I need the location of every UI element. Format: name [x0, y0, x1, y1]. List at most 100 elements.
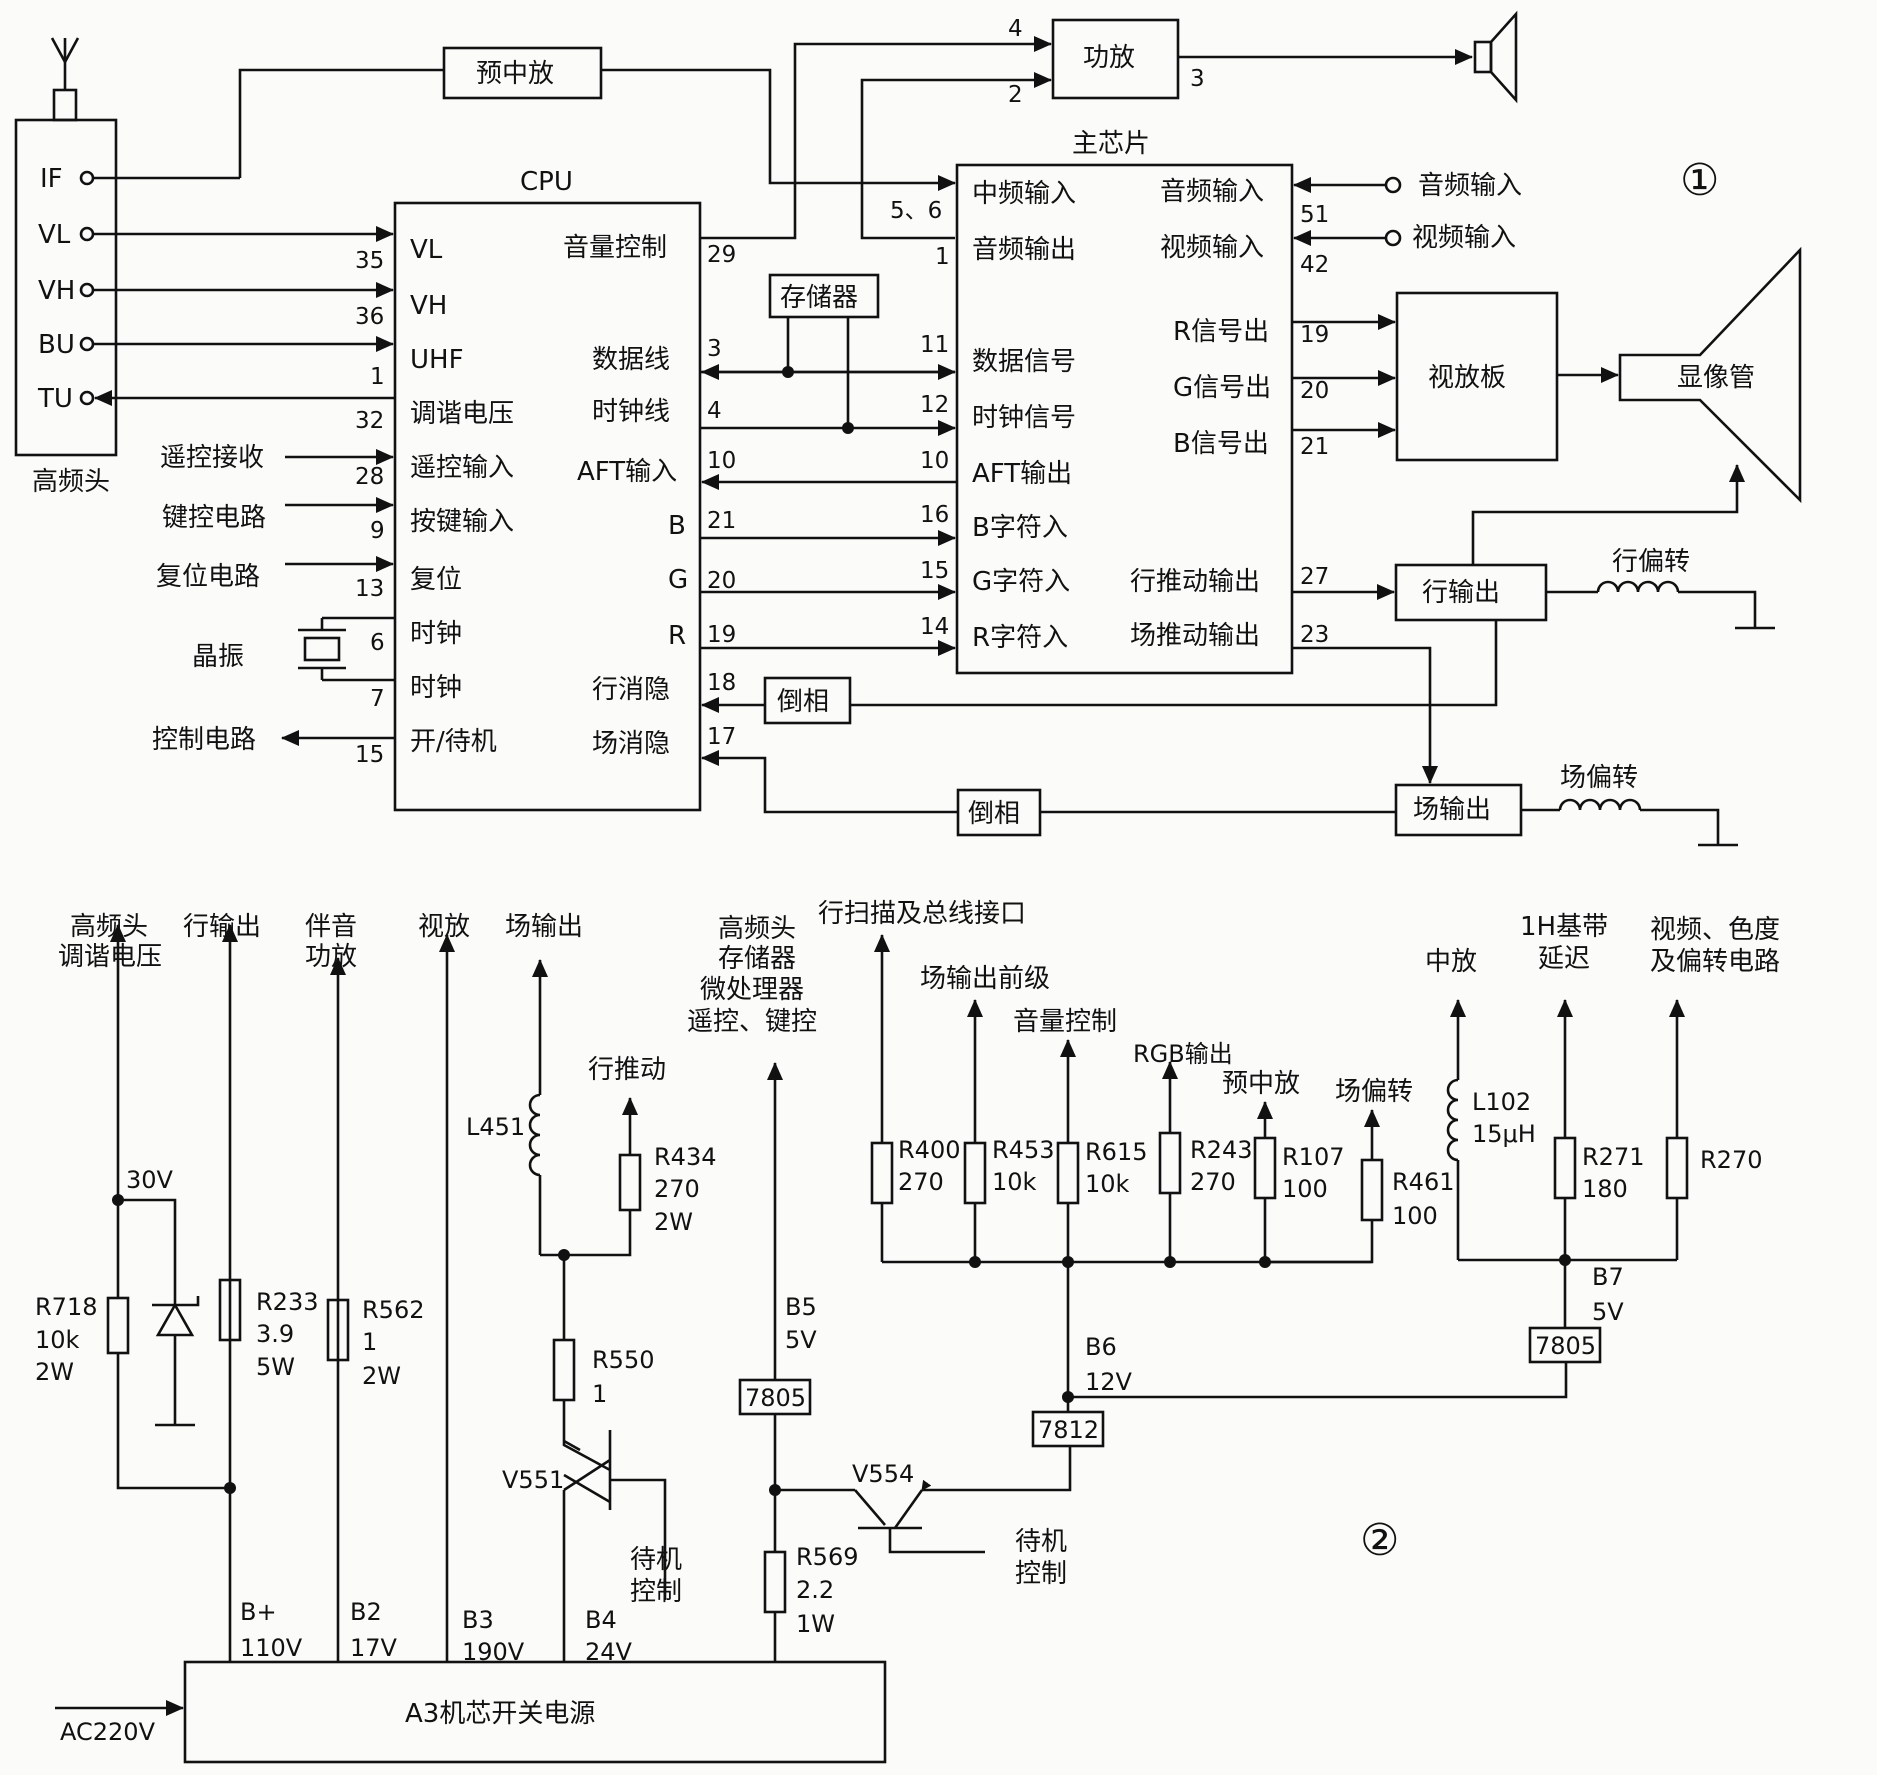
v551-name: V551 [502, 1466, 564, 1494]
v-output-label: 场输出 [1413, 795, 1491, 825]
cpu-title: CPU [520, 167, 573, 197]
ac-input-label: AC220V [60, 1718, 156, 1746]
r434-value: 270 [654, 1175, 700, 1203]
cpu-left-label: 开/待机 [410, 727, 497, 757]
r400-resistor [870, 1141, 894, 1205]
r569-value: 2.2 [796, 1576, 834, 1604]
chip-right-pin: 20 [1300, 378, 1329, 404]
chip-left-label: AFT输出 [972, 459, 1072, 489]
load-v-pre: 场输出前级 [920, 964, 1050, 994]
r243-value: 270 [1190, 1168, 1236, 1196]
cpu-right-label: 场消隐 [592, 729, 670, 759]
chip-left-pin: 12 [920, 392, 949, 418]
cpu-right-pin: 3 [707, 336, 722, 362]
cpu-left-label: UHF [410, 345, 464, 375]
load-h-drive: 行推动 [588, 1055, 666, 1085]
r243-resistor [1158, 1131, 1182, 1195]
standby1-line1: 待机 [630, 1545, 682, 1575]
r107-value: 100 [1282, 1175, 1328, 1203]
r233-value: 3.9 [256, 1320, 294, 1348]
regulator-7812-label: 7812 [1038, 1416, 1099, 1444]
psu-label: A3机芯开关电源 [405, 1699, 595, 1729]
rail-b2-voltage: 17V [350, 1634, 398, 1662]
chip-right-pin: 27 [1300, 564, 1329, 590]
power-amp-box [1051, 18, 1180, 100]
power-amp-pin3: 3 [1190, 66, 1205, 92]
tuner-pin-vl: VL [38, 220, 71, 250]
r461-resistor [1360, 1158, 1384, 1222]
chip-right-label: B信号出 [1173, 429, 1269, 459]
load-audio-line1: 伴音 [305, 912, 357, 942]
r569-name: R569 [796, 1543, 858, 1571]
r569-power: 1W [796, 1610, 835, 1638]
r270-resistor [1665, 1136, 1689, 1200]
r550-value: 1 [592, 1380, 607, 1408]
load-video-line1: 视频、色度 [1650, 915, 1780, 945]
cpu-right-pin: 21 [707, 508, 736, 534]
standby2-line2: 控制 [1015, 1559, 1067, 1589]
load-b5-line1: 高频头 [718, 914, 796, 944]
crt-label: 显像管 [1677, 363, 1755, 393]
tuner-pin-bu: BU [38, 330, 75, 360]
load-tuner-line1: 高频头 [70, 912, 148, 942]
load-tuner-line2: 调谐电压 [58, 942, 162, 972]
load-delay-line2: 延迟 [1538, 944, 1590, 974]
h-yoke-label: 行偏转 [1612, 547, 1690, 577]
rail-b2-name: B2 [350, 1598, 382, 1626]
chip-left-label: B字符入 [972, 513, 1068, 543]
chip-left-pin: 11 [920, 332, 949, 358]
cpu-right-pin: 18 [707, 670, 736, 696]
cpu-left-label: 时钟 [410, 619, 462, 649]
remote-receiver-label: 遥控接收 [160, 443, 264, 473]
r271-value: 180 [1582, 1175, 1628, 1203]
r453-value: 10k [992, 1168, 1037, 1196]
tuner-title: 高频头 [32, 467, 110, 497]
cpu-left-label: 遥控输入 [410, 453, 514, 483]
tuner-pin-tu: TU [37, 384, 73, 414]
chip-left-pin: 14 [920, 614, 949, 640]
h-yoke-coil-icon [1546, 580, 1775, 630]
rail-b6-name: B6 [1085, 1333, 1117, 1361]
chip-left-label: 音频输出 [972, 235, 1076, 265]
cpu-left-pin: 35 [355, 248, 384, 274]
r461-name: R461 [1392, 1168, 1454, 1196]
rail-b7-name: B7 [1592, 1263, 1624, 1291]
power-amp-pin4: 4 [1008, 16, 1023, 42]
r562-name: R562 [362, 1296, 424, 1324]
video-input-label: 视频输入 [1412, 223, 1516, 253]
r562-value: 1 [362, 1328, 377, 1356]
cpu-right-pin: 20 [707, 568, 736, 594]
control-circuit-label: 控制电路 [152, 725, 256, 755]
r615-resistor [1056, 1141, 1080, 1205]
r270-name: R270 [1700, 1146, 1762, 1174]
cpu-left-label: 时钟 [410, 673, 462, 703]
l102-name: L102 [1472, 1088, 1531, 1116]
r271-resistor [1553, 1136, 1577, 1200]
rail-b3-name: B3 [462, 1606, 494, 1634]
power-amp-pin2: 2 [1008, 82, 1023, 108]
r453-resistor [963, 1141, 987, 1205]
regulator-7805-b-label: 7805 [1535, 1332, 1596, 1360]
cpu-left-pin: 36 [355, 304, 384, 330]
r434-power: 2W [654, 1208, 693, 1236]
zener-voltage-label: 30V [126, 1166, 174, 1194]
v554-name: V554 [852, 1460, 914, 1488]
psu-box [183, 1660, 887, 1764]
standby2-line1: 待机 [1015, 1527, 1067, 1557]
chip-left-pin: 15 [920, 558, 949, 584]
load-v-output: 场输出 [505, 912, 583, 942]
regulator-7805-a-label: 7805 [745, 1384, 806, 1412]
cpu-left-pin: 32 [355, 408, 384, 434]
main-chip-left-pins: 5、6 1 11 12 10 16 15 14 [890, 198, 950, 640]
crystal-label: 晶振 [192, 642, 244, 672]
cpu-right-labels: 音量控制 数据线 时钟线 AFT输入 B G R 行消隐 场消隐 [563, 233, 688, 759]
cpu-left-pin: 1 [370, 364, 385, 390]
r718-power: 2W [35, 1358, 74, 1386]
l102-value: 15μH [1472, 1120, 1536, 1148]
r434-resistor [618, 1153, 642, 1212]
chip-left-label: 中频输入 [972, 179, 1076, 209]
load-b5-line4: 遥控、键控 [687, 1007, 817, 1037]
chip-left-pin: 10 [920, 448, 949, 474]
rail-b5-name: B5 [785, 1293, 817, 1321]
load-video-line2: 及偏转电路 [1650, 947, 1780, 977]
